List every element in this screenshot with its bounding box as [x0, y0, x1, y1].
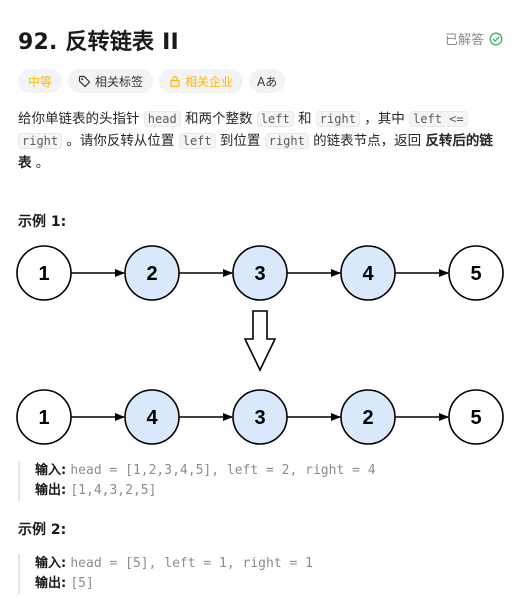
output-value: [5]	[70, 576, 94, 591]
input-value: head = [5], left = 1, right = 1	[70, 556, 313, 571]
before-node	[232, 245, 288, 301]
desc-code: left <=	[409, 111, 468, 127]
difficulty-tag[interactable]: 中等	[18, 69, 63, 93]
example-1-input: 输入: head = [1,2,3,4,5], left = 2, right …	[35, 461, 521, 481]
desc-text: 的链表节点，返回	[308, 133, 426, 149]
before-node-value: 1	[38, 263, 49, 285]
after-node	[124, 389, 180, 445]
before-node-value: 2	[146, 263, 157, 285]
before-node-value: 3	[254, 263, 265, 285]
desc-text: 。	[31, 155, 50, 171]
after-node-value: 2	[362, 407, 373, 429]
topics-tag-button[interactable]: 相关标签	[68, 69, 154, 93]
desc-text: 和两个整数	[180, 111, 257, 127]
desc-text: 。请你反转从位置	[62, 133, 179, 149]
list-before: 1 2 3 4 5	[16, 245, 504, 301]
font-size-button[interactable]: Aあ	[249, 69, 286, 93]
after-node	[232, 389, 288, 445]
before-node-value: 4	[362, 263, 374, 285]
after-node	[448, 389, 504, 445]
before-node	[448, 245, 504, 301]
list-after: 1 4 3 2 5	[16, 389, 504, 445]
companies-label: 相关企业	[185, 74, 234, 89]
desc-code: head	[143, 111, 181, 127]
desc-text: 到位置	[215, 133, 265, 149]
lock-icon	[170, 75, 180, 87]
solved-status: 已解答	[445, 29, 503, 48]
before-node-value: 5	[470, 263, 481, 285]
example-1-output: 输出: [1,4,3,2,5]	[35, 481, 521, 501]
after-node	[16, 389, 72, 445]
topics-label: 相关标签	[95, 74, 144, 89]
after-node-value: 3	[254, 407, 265, 429]
desc-text: 给你单链表的头指针	[18, 111, 144, 127]
desc-bold: 反转后的链表	[18, 133, 493, 171]
output-label: 输出:	[35, 576, 67, 591]
input-label: 输入:	[35, 463, 67, 478]
desc-text: ，其中	[359, 111, 410, 127]
down-arrow-icon	[243, 310, 277, 372]
output-value: [1,4,3,2,5]	[70, 483, 157, 498]
example-2-input: 输入: head = [5], left = 1, right = 1	[35, 554, 521, 574]
example-2-output: 输出: [5]	[35, 574, 521, 594]
companies-tag-button[interactable]: 相关企业	[159, 69, 244, 93]
problem-description: 给你单链表的头指针 head 和两个整数 left 和 right ，其中 le…	[18, 108, 504, 174]
input-value: head = [1,2,3,4,5], left = 2, right = 4	[70, 463, 376, 478]
desc-code: left	[178, 133, 216, 149]
input-label: 输入:	[35, 556, 67, 571]
example-1-io: 输入: head = [1,2,3,4,5], left = 2, right …	[18, 461, 521, 501]
tag-bar: 中等 相关标签 相关企业 Aあ	[18, 69, 286, 93]
desc-text: 和	[293, 111, 316, 127]
problem-title: 92. 反转链表 II	[18, 30, 179, 55]
before-node	[340, 245, 396, 301]
tag-icon	[78, 75, 91, 87]
desc-code: left	[256, 111, 294, 127]
font-size-icon: Aあ	[257, 74, 278, 89]
desc-code: right	[264, 133, 309, 149]
after-node-value: 5	[470, 407, 481, 429]
before-node	[16, 245, 72, 301]
check-circle-icon	[489, 32, 503, 45]
desc-code: right	[315, 111, 360, 127]
linked-list-diagram: 1 2 3 4 5 1 4 3 2 5	[16, 245, 504, 445]
after-node-value: 4	[146, 407, 158, 429]
after-node	[340, 389, 396, 445]
after-node-value: 1	[38, 407, 49, 429]
desc-code: right	[18, 133, 63, 149]
example-1-title: 示例 1:	[18, 214, 67, 230]
before-node	[124, 245, 180, 301]
example-2-io: 输入: head = [5], left = 1, right = 1 输出: …	[18, 554, 521, 594]
solved-status-label: 已解答	[444, 33, 484, 48]
example-2-title: 示例 2:	[18, 522, 67, 538]
output-label: 输出:	[35, 483, 67, 498]
difficulty-label: 中等	[28, 74, 53, 89]
